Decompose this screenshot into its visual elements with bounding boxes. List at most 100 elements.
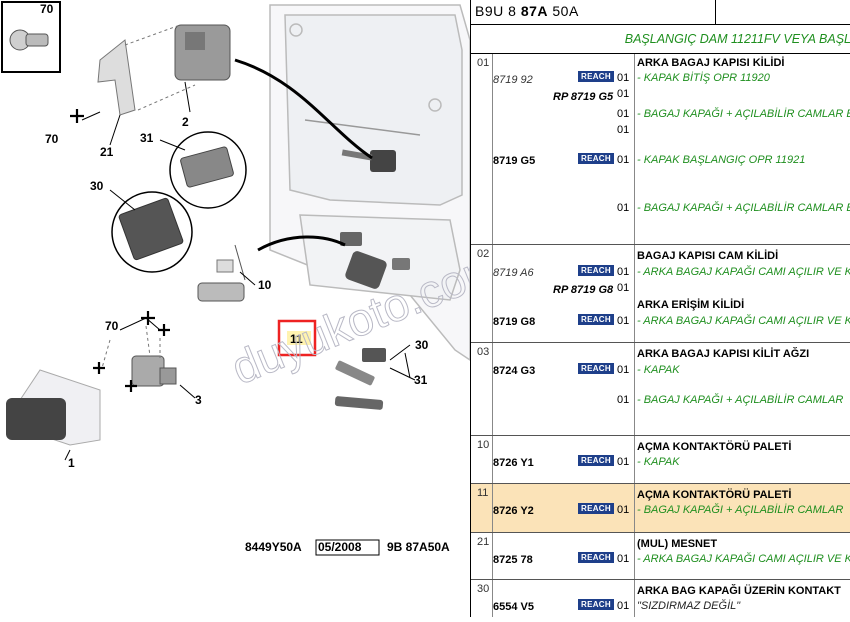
quantity: 01 bbox=[617, 124, 630, 136]
column-divider bbox=[634, 436, 635, 483]
item-title: ARKA BAG KAPAĞI ÜZERİN KONTAKT bbox=[637, 585, 841, 597]
tailgate-lock-part bbox=[174, 24, 231, 81]
quantity: 01 bbox=[617, 364, 630, 376]
reach-badge: REACH bbox=[578, 599, 614, 610]
part-number[interactable]: 8724 G3 bbox=[493, 365, 536, 377]
item-title: BAGAJ KAPISI CAM KİLİDİ bbox=[637, 250, 779, 262]
item-title: ARKA BAGAJ KAPISI KİLİT AĞZI bbox=[637, 348, 810, 360]
latch-part-3 bbox=[131, 355, 177, 387]
part-group-03[interactable]: 03 ARKA BAGAJ KAPISI KİLİT AĞZI 8724 G3 … bbox=[471, 343, 850, 436]
detail-circle-30 bbox=[111, 191, 193, 273]
callout-11-bg bbox=[287, 331, 311, 345]
highlight-box-11 bbox=[277, 319, 317, 357]
exploded-parts-diagram: 70 2 70 21 31 30 10 70 3 1 11 30 31 duyu… bbox=[1, 1, 510, 556]
callout-label: 1 bbox=[68, 456, 75, 470]
part-group-21[interactable]: 21 (MUL) MESNET 8725 78 REACH 01 - ARKA … bbox=[471, 533, 850, 580]
item-description: - KAPAK bbox=[637, 456, 680, 468]
item-number: 02 bbox=[477, 248, 490, 260]
column-divider bbox=[634, 580, 635, 617]
item-title: ARKA ERİŞİM KİLİDİ bbox=[637, 299, 745, 311]
callout-label-highlighted: 11 bbox=[290, 332, 303, 346]
item-description: - KAPAK BAŞLANGIÇ OPR 11921 bbox=[637, 154, 806, 166]
callout-label: 70 bbox=[45, 132, 59, 146]
replacement-part-number[interactable]: RP 8719 G8 bbox=[553, 284, 614, 296]
callout-label: 21 bbox=[100, 145, 114, 159]
item-description: - KAPAK BİTİŞ OPR 11920 bbox=[637, 72, 770, 84]
part-group-11-selected[interactable]: 11 AÇMA KONTAKTÖRÜ PALETİ 8726 Y2 REACH … bbox=[471, 484, 850, 533]
part-group-30[interactable]: 30 ARKA BAG KAPAĞI ÜZERİN KONTAKT 6554 V… bbox=[471, 580, 850, 617]
quantity: 01 bbox=[617, 315, 630, 327]
part-number[interactable]: 8719 G5 bbox=[493, 155, 536, 167]
column-divider bbox=[492, 484, 493, 532]
callout-label: 30 bbox=[90, 179, 104, 193]
part-group-01[interactable]: 01 ARKA BAGAJ KAPISI KİLİDİ 8719 92 REAC… bbox=[471, 54, 850, 245]
quantity: 01 bbox=[617, 504, 630, 516]
quantity: 01 bbox=[617, 553, 630, 565]
panel-subtitle-row: BAŞLANGIÇ DAM 11211FV VEYA BAŞL bbox=[471, 25, 850, 54]
quantity: 01 bbox=[617, 88, 630, 100]
handle-part-10 bbox=[197, 244, 246, 302]
header-pre: B9U 8 bbox=[475, 3, 521, 19]
replacement-part-number[interactable]: RP 8719 G5 bbox=[553, 91, 614, 103]
item-description: - BAGAJ KAPAĞI + AÇILABİLİR CAMLAR E bbox=[637, 108, 850, 120]
column-divider bbox=[492, 580, 493, 617]
part-number[interactable]: 8725 78 bbox=[493, 554, 533, 566]
callout-label: 70 bbox=[40, 2, 54, 16]
cross-markers bbox=[70, 109, 170, 392]
part-number[interactable]: 8726 Y2 bbox=[493, 505, 534, 517]
item-description: - ARKA BAGAJ KAPAĞI CAMI AÇILIR VE K bbox=[637, 315, 850, 327]
column-divider bbox=[492, 245, 493, 342]
part-group-02[interactable]: 02 BAGAJ KAPISI CAM KİLİDİ 8719 A6 REACH… bbox=[471, 245, 850, 343]
part-number[interactable]: 8719 A6 bbox=[493, 267, 534, 279]
part-number[interactable]: 8726 Y1 bbox=[493, 457, 534, 469]
tailgate-handle-assembly bbox=[334, 232, 410, 410]
callout-label: 31 bbox=[414, 373, 428, 387]
item-description: - BAGAJ KAPAĞI + AÇILABİLİR CAMLAR E bbox=[637, 202, 850, 214]
part-number[interactable]: 8719 G8 bbox=[493, 316, 536, 328]
quantity: 01 bbox=[617, 600, 630, 612]
quantity: 01 bbox=[617, 456, 630, 468]
panel-header-title: B9U 8 87A 50A bbox=[475, 3, 579, 19]
reach-badge: REACH bbox=[578, 265, 614, 276]
reach-badge: REACH bbox=[578, 455, 614, 466]
rivet-part-box bbox=[1, 1, 61, 73]
header-post: 50A bbox=[548, 3, 579, 19]
callout-label: 30 bbox=[415, 338, 429, 352]
callout-label: 31 bbox=[140, 131, 154, 145]
header-divider bbox=[715, 0, 716, 24]
bracket-part bbox=[97, 39, 136, 116]
callout-label: 2 bbox=[182, 115, 189, 129]
quantity: 01 bbox=[617, 202, 630, 214]
quantity: 01 bbox=[617, 108, 630, 120]
item-title: AÇMA KONTAKTÖRÜ PALETİ bbox=[637, 441, 792, 453]
quantity: 01 bbox=[617, 154, 630, 166]
column-divider bbox=[492, 436, 493, 483]
part-number[interactable]: 6554 V5 bbox=[493, 601, 534, 613]
reach-badge: REACH bbox=[578, 153, 614, 164]
callout-label: 10 bbox=[258, 278, 272, 292]
center-lock-part bbox=[341, 149, 396, 172]
item-title: AÇMA KONTAKTÖRÜ PALETİ bbox=[637, 489, 792, 501]
reach-badge: REACH bbox=[578, 71, 614, 82]
column-divider bbox=[634, 533, 635, 579]
quantity: 01 bbox=[617, 394, 630, 406]
item-number: 21 bbox=[477, 536, 490, 548]
callout-label: 70 bbox=[105, 319, 119, 333]
reach-badge: REACH bbox=[578, 552, 614, 563]
item-title: ARKA BAGAJ KAPISI KİLİDİ bbox=[637, 57, 785, 69]
part-group-10[interactable]: 10 AÇMA KONTAKTÖRÜ PALETİ 8726 Y1 REACH … bbox=[471, 436, 850, 484]
quantity: 01 bbox=[617, 72, 630, 84]
reach-badge: REACH bbox=[578, 314, 614, 325]
item-description: - BAGAJ KAPAĞI + AÇILABİLİR CAMLAR bbox=[637, 504, 844, 516]
part-number[interactable]: 8719 92 bbox=[493, 74, 533, 86]
column-divider bbox=[634, 54, 635, 244]
panel-subtitle: BAŞLANGIÇ DAM 11211FV VEYA BAŞL bbox=[624, 32, 850, 46]
item-description: - BAGAJ KAPAĞI + AÇILABİLİR CAMLAR bbox=[637, 394, 844, 406]
item-number: 01 bbox=[477, 57, 490, 69]
column-divider bbox=[634, 245, 635, 342]
column-divider bbox=[492, 54, 493, 244]
column-divider bbox=[634, 343, 635, 435]
item-number: 11 bbox=[477, 487, 489, 499]
reach-badge: REACH bbox=[578, 363, 614, 374]
header-bold: 87A bbox=[520, 3, 548, 19]
